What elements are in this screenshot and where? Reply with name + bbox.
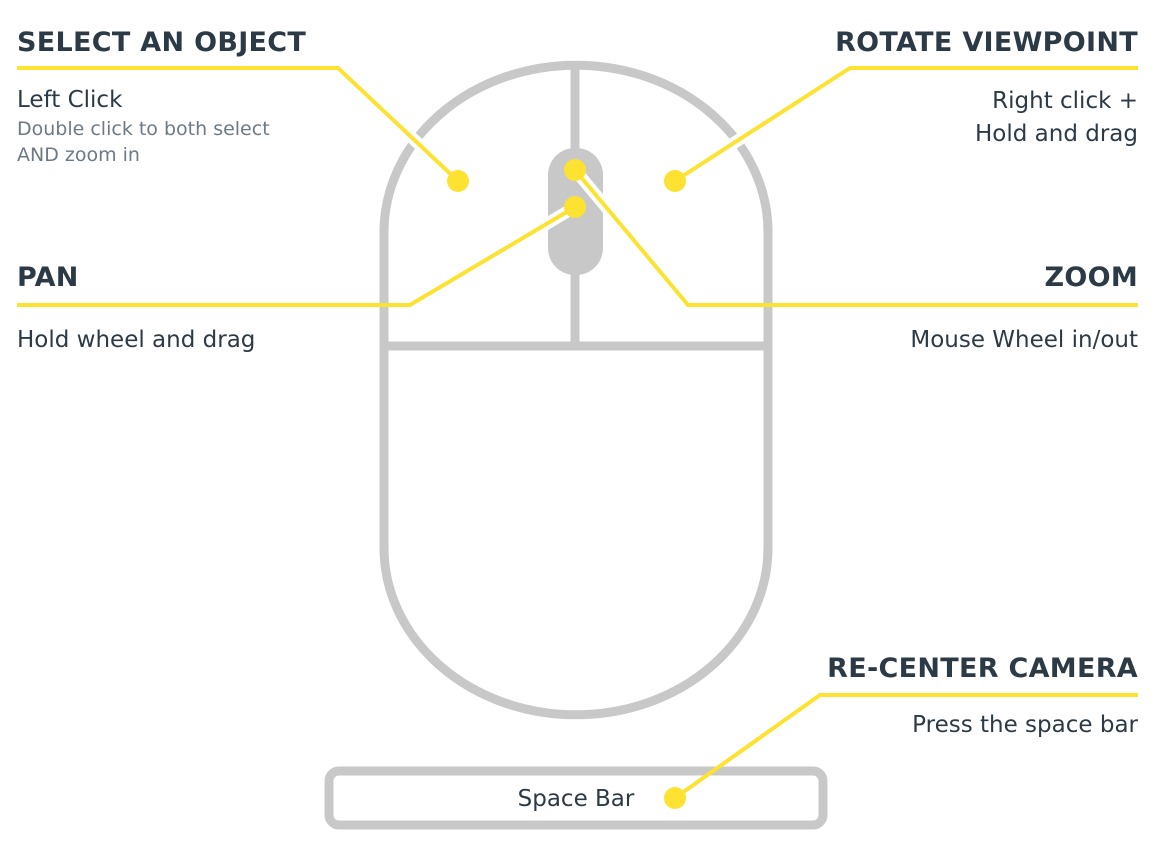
zoom-line1: Mouse Wheel in/out xyxy=(910,327,1138,353)
select-line2: Double click to both select xyxy=(17,118,270,140)
recenter-title: RE-CENTER CAMERA xyxy=(827,653,1138,684)
rotate-leader-line xyxy=(673,66,1138,183)
recenter-line1: Press the space bar xyxy=(912,712,1138,738)
select-callout: SELECT AN OBJECT Left Click Double click… xyxy=(17,27,306,166)
select-line1: Left Click xyxy=(17,87,123,113)
space-bar-label: Space Bar xyxy=(518,786,635,812)
right-button-dot xyxy=(664,170,686,192)
zoom-title: ZOOM xyxy=(1044,262,1138,293)
wheel-zoom-dot xyxy=(564,159,586,181)
zoom-leader-line xyxy=(573,168,1138,307)
select-title: SELECT AN OBJECT xyxy=(17,27,306,58)
rotate-line2: Hold and drag xyxy=(975,121,1138,147)
rotate-line1: Right click + xyxy=(992,88,1138,114)
pan-title: PAN xyxy=(17,262,79,293)
zoom-callout: ZOOM Mouse Wheel in/out xyxy=(910,262,1138,353)
recenter-leader-line xyxy=(673,693,1138,800)
select-leader-line xyxy=(17,66,460,183)
left-button-dot xyxy=(447,170,469,192)
pan-line1: Hold wheel and drag xyxy=(17,327,255,353)
pan-leader-line xyxy=(17,205,577,307)
wheel-pan-dot xyxy=(564,196,586,218)
select-line3: AND zoom in xyxy=(17,144,140,166)
recenter-callout: RE-CENTER CAMERA Press the space bar xyxy=(827,653,1138,738)
pan-callout: PAN Hold wheel and drag xyxy=(17,262,255,353)
leader-lines xyxy=(17,62,1138,809)
space-bar-dot xyxy=(664,787,686,809)
mouse-body xyxy=(379,60,773,720)
rotate-title: ROTATE VIEWPOINT xyxy=(835,27,1138,58)
rotate-callout: ROTATE VIEWPOINT Right click + Hold and … xyxy=(835,27,1138,147)
space-bar-key xyxy=(324,766,828,830)
